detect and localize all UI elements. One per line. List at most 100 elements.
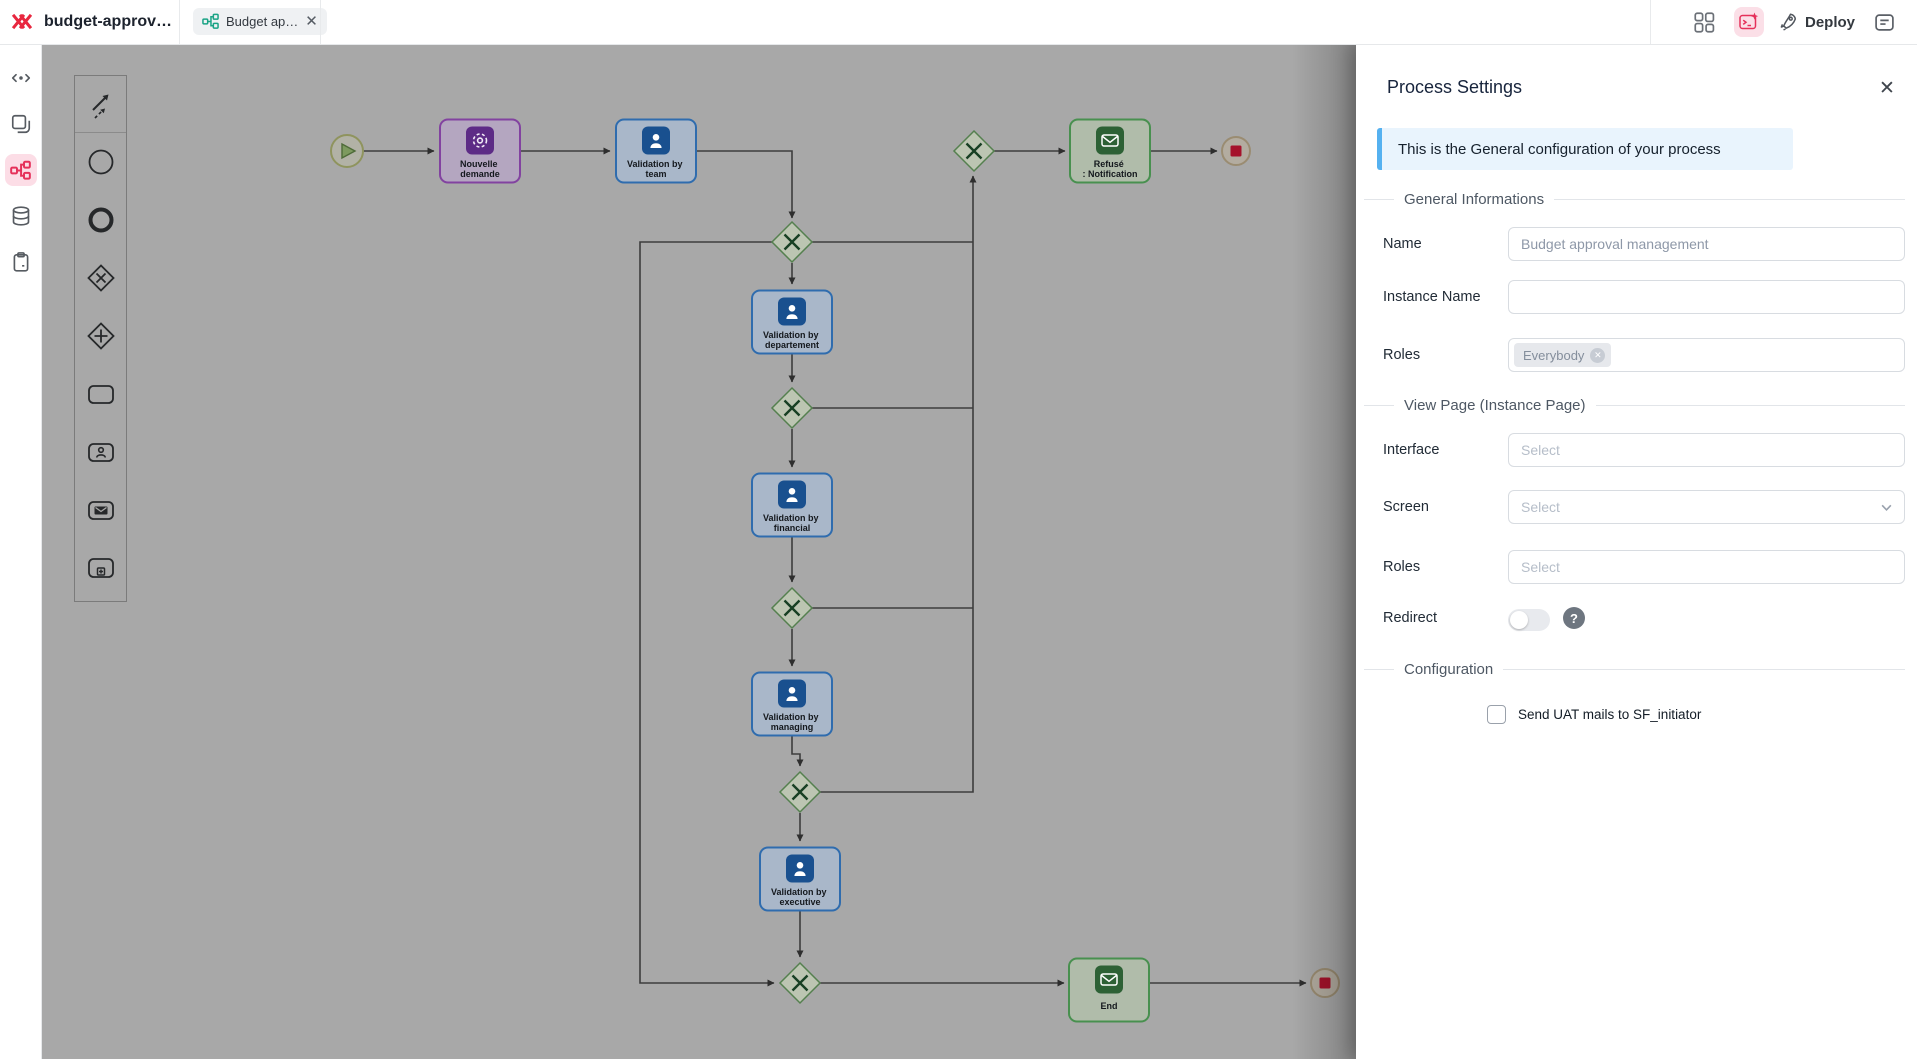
tool-parallel-gateway[interactable] xyxy=(84,319,118,353)
user-icon xyxy=(650,134,662,148)
node-gateway-5[interactable] xyxy=(778,961,822,1005)
end-event-icon xyxy=(88,207,113,233)
roles-input[interactable]: Everybody ✕ xyxy=(1508,338,1905,372)
uat-checkbox-row: Send UAT mails to SF_initiator xyxy=(1487,705,1701,724)
process-flow-icon xyxy=(10,160,31,180)
tool-task[interactable] xyxy=(84,377,118,411)
uat-checkbox-label: Send UAT mails to SF_initiator xyxy=(1518,707,1702,722)
user-icon xyxy=(786,687,798,701)
node-task-validation-team[interactable]: Validation by team xyxy=(615,118,697,184)
node-gateway-1[interactable] xyxy=(770,220,814,264)
subprocess-icon xyxy=(87,558,114,578)
mail-icon xyxy=(1100,973,1118,986)
flow-left-bypass xyxy=(639,241,775,987)
screen-label: Screen xyxy=(1383,499,1429,515)
start-event-icon xyxy=(88,149,113,175)
terminal-sparkle-icon xyxy=(1739,12,1759,30)
tool-user-task[interactable] xyxy=(84,435,118,469)
node-task-end[interactable]: End xyxy=(1068,957,1150,1023)
node-task-validation-managing[interactable]: Validation by managing xyxy=(751,671,833,737)
tool-connector[interactable] xyxy=(84,88,118,122)
name-input[interactable] xyxy=(1508,227,1905,261)
node-gateway-3[interactable] xyxy=(770,586,814,630)
mail-task-icon xyxy=(87,501,114,520)
panel-title: Process Settings xyxy=(1387,77,1523,97)
role-chip-everybody: Everybody ✕ xyxy=(1514,343,1612,367)
redirect-toggle[interactable] xyxy=(1508,609,1550,631)
node-gateway-4[interactable] xyxy=(778,770,822,814)
field-row-screen: Screen xyxy=(1383,490,1905,524)
info-banner: This is the General configuration of you… xyxy=(1377,128,1793,170)
roles-view-select[interactable] xyxy=(1508,550,1905,584)
instance-name-label: Instance Name xyxy=(1383,289,1481,305)
svg-text:Validation by financ: Validation by financial xyxy=(763,513,821,533)
sidebar-item-pages[interactable] xyxy=(5,108,37,140)
field-row-roles: Roles Everybody ✕ xyxy=(1383,338,1905,372)
tool-exclusive-gateway[interactable] xyxy=(84,261,118,295)
tool-mail-task[interactable] xyxy=(84,493,118,527)
role-chip-label: Everybody xyxy=(1523,347,1585,363)
interface-select[interactable] xyxy=(1508,433,1905,467)
sidebar xyxy=(0,44,42,1059)
topbar-actions: Deploy xyxy=(1690,0,1917,44)
instance-name-input[interactable] xyxy=(1508,280,1905,314)
node-end-event-top[interactable] xyxy=(1221,136,1251,166)
chip-remove-icon[interactable]: ✕ xyxy=(1590,347,1606,363)
node-gateway-2[interactable] xyxy=(770,386,814,430)
section-title-general: General Informations xyxy=(1404,190,1545,208)
task-icon xyxy=(87,385,114,404)
grid-icon xyxy=(1694,11,1715,33)
bpmn-diagram: Nouvelle demande Validation by team xyxy=(330,118,1340,1023)
ai-console-button[interactable] xyxy=(1733,7,1764,37)
app-logo-icon[interactable] xyxy=(10,10,34,34)
sidebar-item-resize[interactable] xyxy=(5,62,37,94)
node-gateway-top[interactable] xyxy=(952,129,996,173)
svg-text:Validation by depart: Validation by departement xyxy=(763,330,821,350)
flow-reject-merge-up xyxy=(820,175,977,793)
sequence-flows xyxy=(363,147,1307,987)
tool-end-event[interactable] xyxy=(84,203,118,237)
mail-icon xyxy=(1101,134,1119,147)
changelog-button[interactable] xyxy=(1869,7,1899,37)
tab-budget-approval[interactable]: Budget ap… ✕ xyxy=(193,8,327,35)
interface-label: Interface xyxy=(1383,442,1440,458)
user-icon xyxy=(786,305,798,319)
tab-close-icon[interactable]: ✕ xyxy=(305,13,318,30)
flow-managing-gateway4 xyxy=(791,736,804,767)
node-task-validation-executive[interactable]: Validation by executive xyxy=(759,846,841,912)
sidebar-item-database[interactable] xyxy=(5,200,37,232)
tool-subprocess[interactable] xyxy=(84,551,118,585)
svg-text:End: End xyxy=(1101,1001,1118,1011)
dashboard-grid-button[interactable] xyxy=(1690,7,1720,37)
node-end-event-bottom[interactable] xyxy=(1310,968,1340,998)
tool-start-event[interactable] xyxy=(84,145,118,179)
topbar-separator xyxy=(179,0,180,44)
user-task-icon xyxy=(87,443,114,462)
section-divider-configuration: Configuration xyxy=(1364,659,1905,679)
rocket-icon xyxy=(1780,13,1797,31)
field-row-roles-view: Roles xyxy=(1383,550,1905,584)
svg-text:Validation by execut: Validation by executive xyxy=(771,887,829,907)
connector-arrow-icon xyxy=(91,94,108,119)
gear-icon xyxy=(472,133,488,148)
section-divider-view-page: View Page (Instance Page) xyxy=(1364,395,1905,415)
diagram-canvas[interactable]: Nouvelle demande Validation by team xyxy=(42,44,1356,1059)
topbar-separator xyxy=(320,0,321,44)
sidebar-item-clipboard[interactable] xyxy=(5,246,37,278)
sidebar-item-process-flow[interactable] xyxy=(4,154,37,186)
tab-label: Budget ap… xyxy=(226,14,299,29)
node-task-validation-financial[interactable]: Validation by financial xyxy=(751,472,833,538)
node-task-nouvelle-demande[interactable]: Nouvelle demande xyxy=(439,118,521,184)
close-icon[interactable]: ✕ xyxy=(1879,77,1895,99)
project-title: budget-approv… xyxy=(44,13,172,30)
uat-checkbox[interactable] xyxy=(1487,705,1506,724)
node-task-refuse-notification[interactable]: Refusé : Notification xyxy=(1069,118,1151,184)
help-icon[interactable]: ? xyxy=(1563,607,1585,629)
node-start-event[interactable] xyxy=(330,134,364,168)
node-task-validation-departement[interactable]: Validation by departement xyxy=(751,289,833,355)
name-label: Name xyxy=(1383,236,1422,252)
process-settings-panel: Process Settings ✕ This is the General c… xyxy=(1356,44,1917,1059)
screen-select[interactable] xyxy=(1508,490,1905,524)
deploy-button[interactable]: Deploy xyxy=(1778,12,1855,32)
